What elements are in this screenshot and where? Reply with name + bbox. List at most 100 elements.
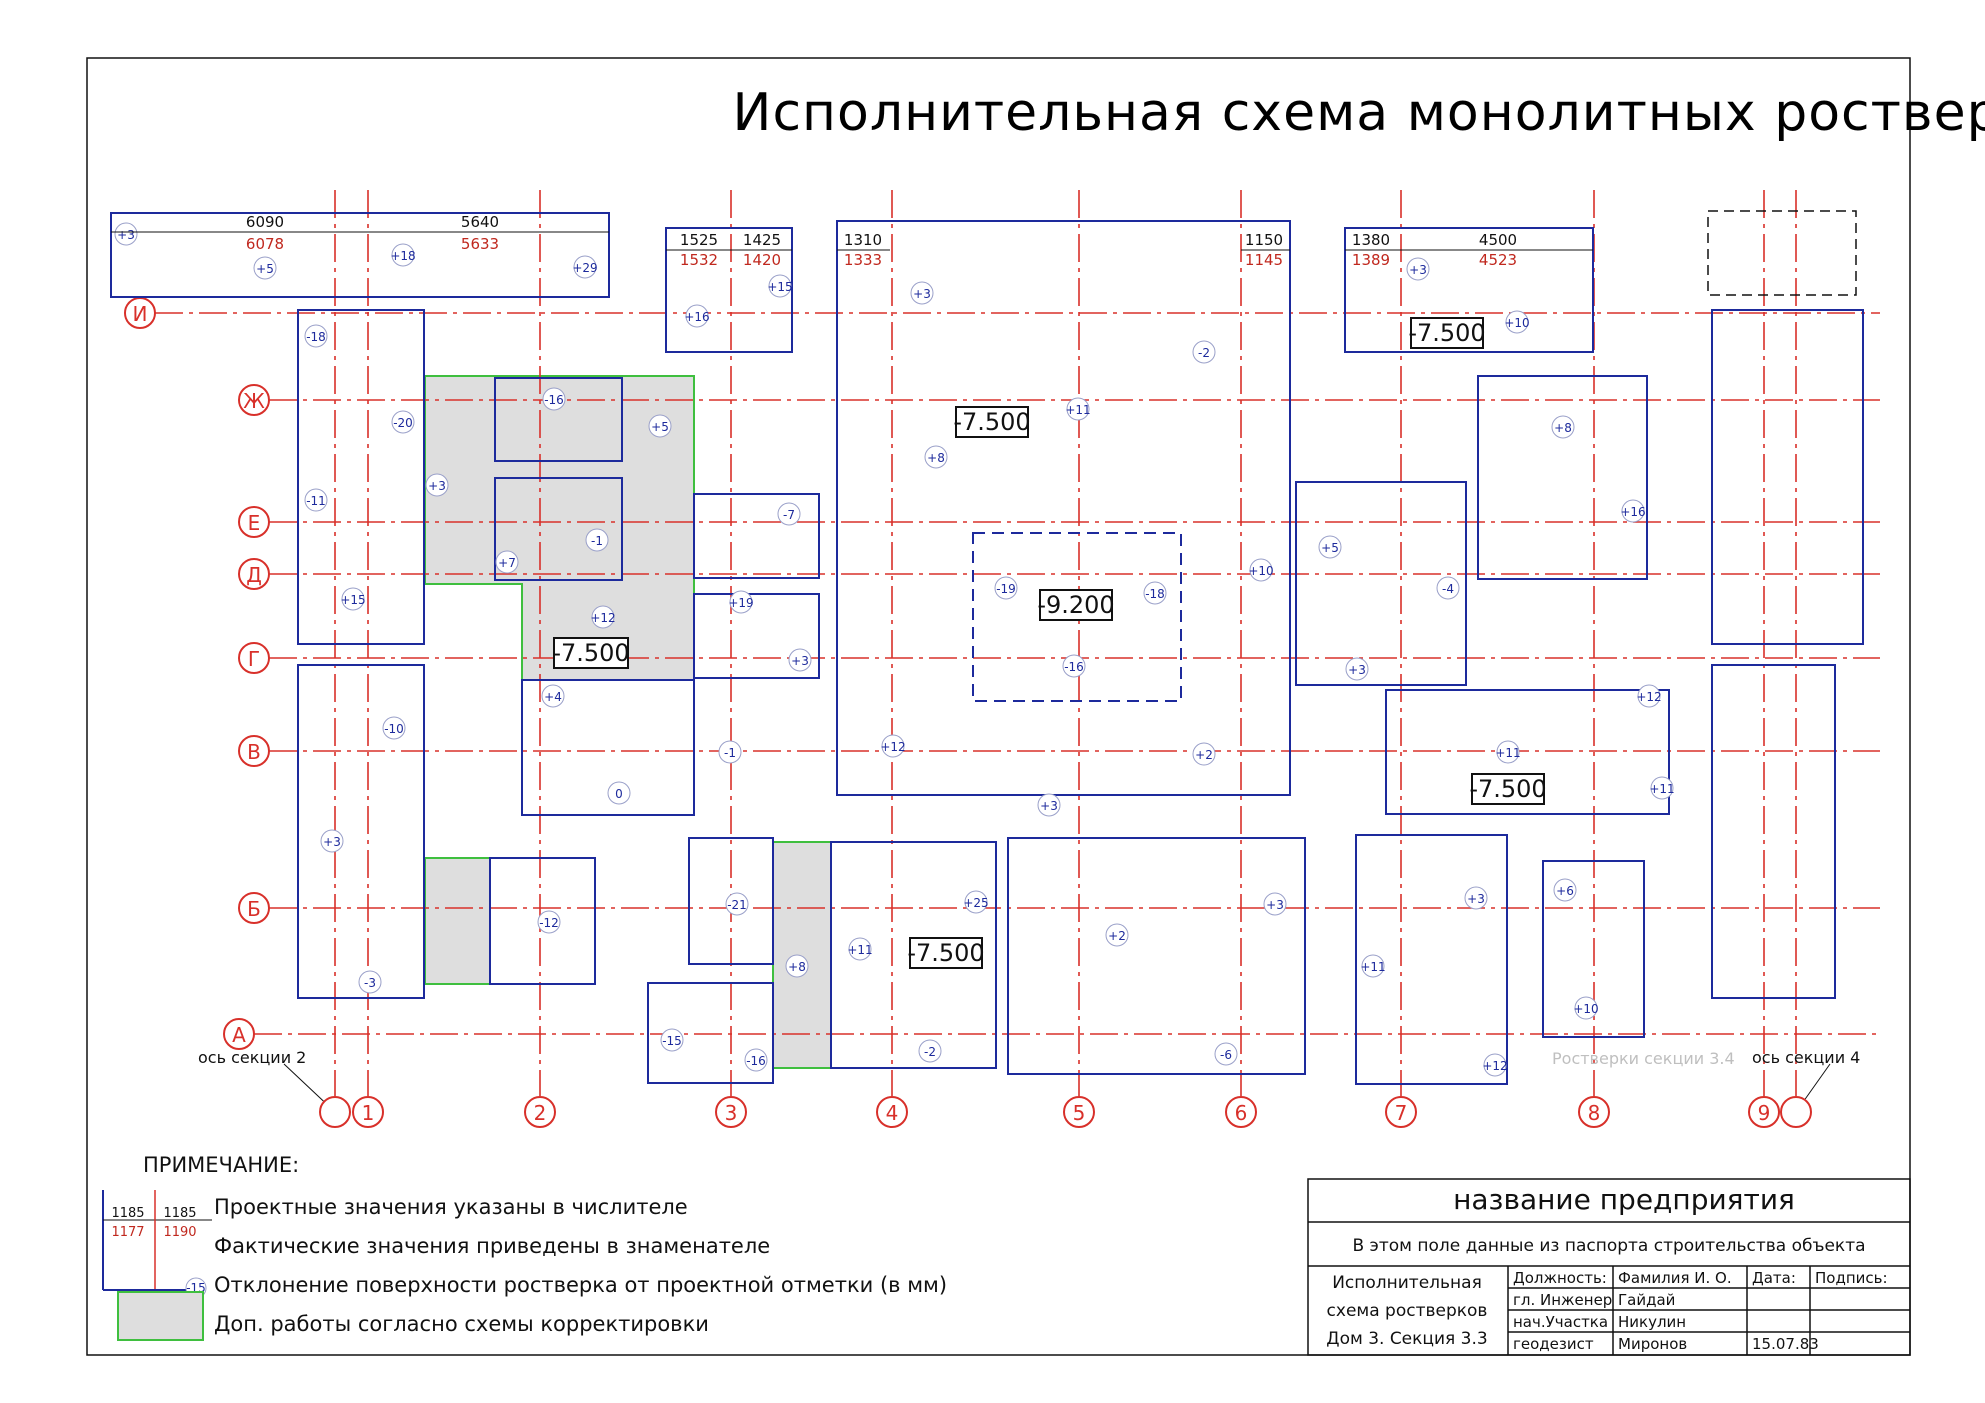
deviation-value: +3 bbox=[117, 228, 135, 242]
deviation-marker bbox=[1551, 415, 1575, 439]
deviation-value: +7 bbox=[498, 556, 516, 570]
deviation-marker bbox=[591, 605, 615, 629]
note-sample-fact-1: 1177 bbox=[111, 1225, 144, 1240]
pile-cap-2-zh bbox=[494, 377, 623, 462]
deviation-value: -6 bbox=[1220, 1048, 1232, 1062]
row1-name: Гайдай bbox=[1618, 1291, 1675, 1309]
deviation-value: +16 bbox=[1620, 505, 1645, 519]
deviation-value: -11 bbox=[306, 494, 326, 508]
pile-caps bbox=[110, 210, 1864, 1085]
deviation-value: +3 bbox=[1266, 898, 1284, 912]
deviation-value: -3 bbox=[364, 976, 376, 990]
deviation-marker bbox=[585, 528, 609, 552]
deviation-value: +3 bbox=[913, 287, 931, 301]
deviation-marker bbox=[1066, 397, 1090, 421]
note-sample-proj-2: 1185 bbox=[163, 1206, 196, 1221]
row3-name: Миронов bbox=[1618, 1335, 1687, 1353]
gray-area-b1 bbox=[424, 857, 491, 985]
axis-bubble-Г bbox=[238, 642, 270, 674]
pile-cap-top-strip bbox=[110, 212, 610, 298]
deviation-marker bbox=[685, 304, 709, 328]
axis-label-3: 3 bbox=[725, 1101, 738, 1125]
dim-7i-2-proj: 4500 bbox=[1479, 231, 1517, 249]
axis-label-Б: Б bbox=[247, 897, 261, 921]
note-legend: ПРИМЕЧАНИЕ: 1185 1185 1177 1190 -15 Прое… bbox=[102, 1153, 947, 1341]
deviation-marker bbox=[358, 970, 382, 994]
deviation-marker bbox=[541, 684, 565, 708]
deviation-value: +12 bbox=[880, 740, 905, 754]
deviation-value: +10 bbox=[1573, 1002, 1598, 1016]
axis-label-8: 8 bbox=[1588, 1101, 1601, 1125]
deviation-marker bbox=[495, 550, 519, 574]
deviation-marker bbox=[542, 387, 566, 411]
pile-cap-3-i bbox=[665, 227, 793, 353]
row3-date: 15.07.83 bbox=[1752, 1335, 1819, 1353]
deviation-value: +3 bbox=[428, 479, 446, 493]
deviation-marker bbox=[1345, 657, 1369, 681]
deviation-value: 0 bbox=[615, 787, 623, 801]
pile-cap-2-v bbox=[521, 679, 695, 816]
note-line-4: Доп. работы согласно схемы корректировки bbox=[214, 1312, 709, 1336]
deviation-marker bbox=[1553, 878, 1577, 902]
deviation-value: +11 bbox=[1360, 960, 1385, 974]
elevation-7-i: -7.500 bbox=[1408, 319, 1485, 347]
deviation-value: +10 bbox=[1248, 564, 1273, 578]
axis-bubble-8 bbox=[1578, 1096, 1610, 1128]
deviation-marker bbox=[1637, 684, 1661, 708]
deviation-value: -16 bbox=[1064, 660, 1084, 674]
dim-3i-1-fact: 1532 bbox=[680, 251, 718, 269]
axis-bubble-Б bbox=[238, 892, 270, 924]
deviation-marker bbox=[537, 910, 561, 934]
deviation-marker bbox=[573, 255, 597, 279]
deviation-value: +8 bbox=[788, 960, 806, 974]
pile-cap-5-b bbox=[1007, 837, 1306, 1075]
section-2-label: ось секции 2 bbox=[198, 1048, 306, 1067]
deviation-value: -1 bbox=[724, 746, 736, 760]
hdr-signature: Подпись: bbox=[1815, 1269, 1888, 1287]
section-4-label: ось секции 4 bbox=[1752, 1048, 1860, 1067]
pile-cap-1-v bbox=[297, 664, 425, 999]
pile-cap-1-zh bbox=[297, 309, 425, 645]
deviation-marker bbox=[1436, 576, 1460, 600]
axis-bubble-2 bbox=[524, 1096, 556, 1128]
deviation-value: -20 bbox=[393, 416, 413, 430]
additional-work-areas bbox=[424, 375, 832, 1069]
deviation-marker bbox=[304, 324, 328, 348]
axis-label-9: 9 bbox=[1758, 1101, 1771, 1125]
deviation-value: +2 bbox=[1108, 929, 1126, 943]
dim-7i-1-fact: 1389 bbox=[1352, 251, 1390, 269]
deviation-value: -4 bbox=[1442, 582, 1454, 596]
deviation-marker bbox=[391, 243, 415, 267]
dim-top-1-fact: 6078 bbox=[246, 235, 284, 253]
deviation-value: -18 bbox=[306, 330, 326, 344]
section-4-axis-bubble bbox=[1780, 1096, 1812, 1128]
pile-cap-4-b bbox=[830, 841, 997, 1069]
deviation-value: -15 bbox=[662, 1034, 682, 1048]
deviation-value: +3 bbox=[791, 654, 809, 668]
deviation-value: +8 bbox=[927, 451, 945, 465]
deviation-marker bbox=[1621, 499, 1645, 523]
deviation-marker bbox=[768, 274, 792, 298]
deviation-marker bbox=[648, 414, 672, 438]
axis-bubble-Е bbox=[238, 506, 270, 538]
row2-position: нач.Участка bbox=[1513, 1313, 1608, 1331]
hdr-name: Фамилия И. О. bbox=[1618, 1269, 1732, 1287]
section-2-axis-bubble bbox=[319, 1096, 351, 1128]
dim-top-1-proj: 6090 bbox=[246, 213, 284, 231]
hdr-date: Дата: bbox=[1752, 1269, 1796, 1287]
section-4-block-bottom bbox=[1711, 664, 1836, 999]
deviation-value: +3 bbox=[1409, 263, 1427, 277]
deviation-value: -16 bbox=[544, 393, 564, 407]
deviation-marker bbox=[1037, 793, 1061, 817]
deviation-marker bbox=[1249, 558, 1273, 582]
deviation-marker bbox=[660, 1028, 684, 1052]
note-sample-proj-1: 1185 bbox=[111, 1206, 144, 1221]
deviation-marker bbox=[910, 281, 934, 305]
deviation-marker bbox=[320, 829, 344, 853]
elevation-core: -7.500 bbox=[953, 408, 1030, 436]
dim-core-1-fact: 1333 bbox=[844, 251, 882, 269]
dim-core-2-proj: 1150 bbox=[1245, 231, 1283, 249]
pile-cap-7-b bbox=[1355, 834, 1508, 1085]
deviation-value: +12 bbox=[590, 611, 615, 625]
